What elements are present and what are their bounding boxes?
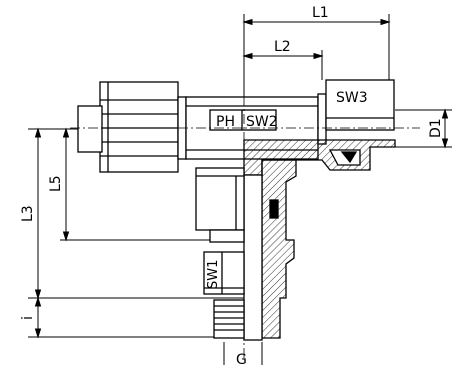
label-d1: D1	[428, 118, 444, 138]
left-nut	[99, 81, 179, 173]
branch-locknut	[203, 251, 245, 295]
label-sw1: SW1	[206, 260, 221, 289]
right-nut	[317, 79, 395, 145]
label-l2: L2	[274, 39, 291, 55]
branch-thread	[213, 299, 245, 339]
label-sw3: SW3	[336, 90, 368, 106]
dimension-g	[223, 342, 263, 365]
label-l3: L3	[20, 205, 36, 222]
dimension-l2	[242, 50, 324, 80]
label-sw2: SW2	[246, 114, 278, 130]
label-ph: PH	[216, 114, 235, 130]
label-l5: L5	[48, 175, 64, 192]
label-l1: L1	[312, 5, 329, 21]
label-g: G	[236, 352, 247, 365]
label-i: i	[20, 316, 36, 320]
branch-upper-nut	[195, 167, 245, 243]
dimension-d1	[395, 108, 452, 149]
sectioned-body	[243, 139, 396, 341]
ph-sw2-box	[209, 109, 277, 131]
center-lines	[70, 60, 420, 360]
